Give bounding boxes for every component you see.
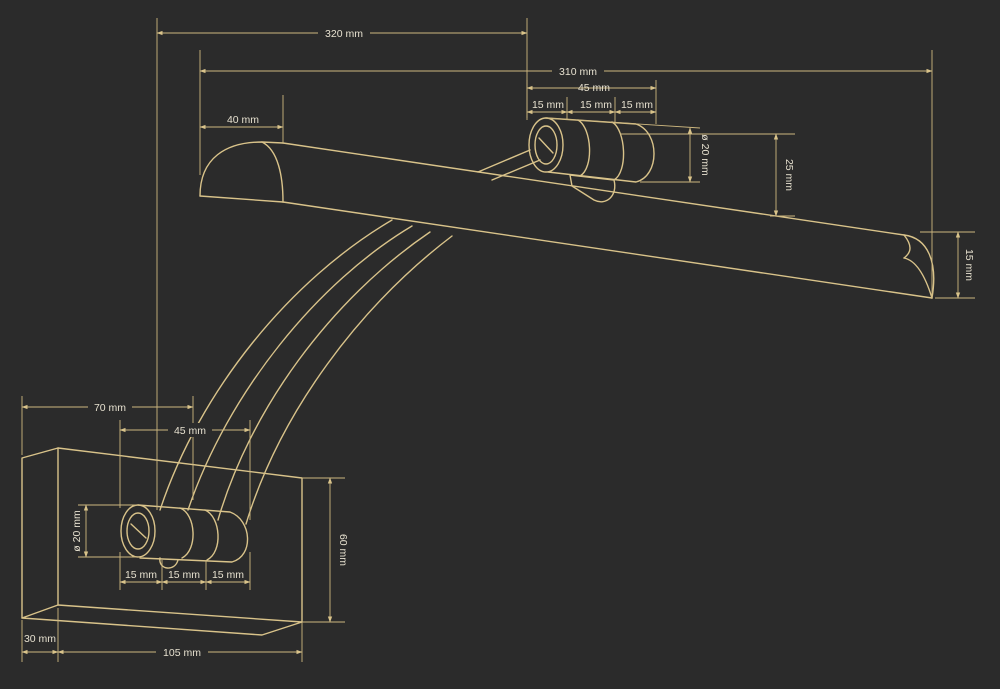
dim-45-bottom: 45 mm — [174, 425, 206, 437]
dim-15-top-3: 15 mm — [621, 99, 653, 111]
dim-40: 40 mm — [227, 114, 259, 126]
dim-70: 70 mm — [94, 402, 126, 414]
dim-25: 25 mm — [783, 159, 795, 191]
dim-15-bottom-2: 15 mm — [168, 569, 200, 581]
dim-45-top: 45 mm — [578, 82, 610, 94]
dim-diameter-20-top: ø 20 mm — [699, 134, 711, 176]
dim-diameter-20-bottom: ø 20 mm — [71, 510, 83, 552]
dimension-labels: 320 mm 310 mm 40 mm 45 mm 15 mm 15 mm 15… — [24, 26, 975, 659]
dim-60: 60 mm — [337, 534, 349, 566]
dim-30: 30 mm — [24, 633, 56, 645]
dim-15-top-1: 15 mm — [532, 99, 564, 111]
top-joint — [477, 117, 655, 203]
dim-15-bottom-3: 15 mm — [212, 569, 244, 581]
dim-320: 320 mm — [325, 28, 363, 40]
dim-15-right: 15 mm — [963, 249, 975, 281]
extension-lines — [21, 18, 975, 662]
lamp-head — [199, 141, 935, 299]
bottom-joint — [120, 504, 249, 569]
dim-310: 310 mm — [559, 66, 597, 78]
wall-base-plate — [21, 447, 303, 636]
dim-105: 105 mm — [163, 647, 201, 659]
curved-arm — [159, 219, 453, 525]
dim-15-top-2: 15 mm — [580, 99, 612, 111]
dim-15-bottom-1: 15 mm — [125, 569, 157, 581]
lamp-outline — [21, 117, 935, 636]
